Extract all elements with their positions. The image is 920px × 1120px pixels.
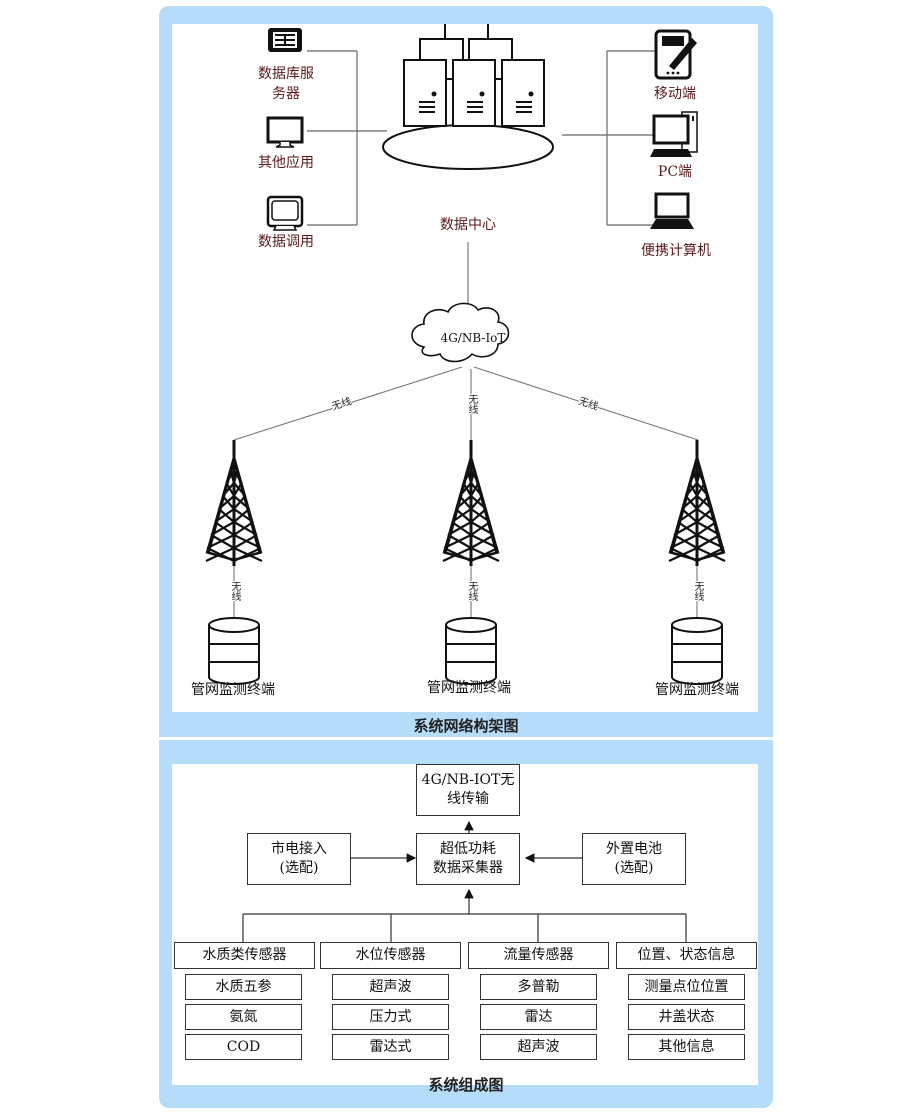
terminal-label-2: 管网监测终端	[427, 680, 511, 696]
terminal-label-3: 管网监测终端	[655, 682, 739, 698]
category-header: 位置、状态信息	[616, 942, 757, 969]
composition-connectors	[242, 820, 687, 942]
network-diagram-canvas: 数据库服 务器 其他应用 数据调用 移动端 PC端 便携计算机 数据中心 4G/…	[172, 24, 758, 712]
cloud-icon	[411, 302, 510, 363]
data-center-label: 数据中心	[440, 217, 496, 233]
sensor-item: COD	[185, 1034, 302, 1060]
transmission-box: 4G/NB-IOT无 线传输	[416, 764, 520, 816]
terminal-label-1: 管网监测终端	[191, 682, 275, 698]
collector-line1: 超低功耗	[440, 841, 496, 857]
network-diagram-svg	[205, 24, 726, 685]
network-architecture-panel: 数据库服 务器 其他应用 数据调用 移动端 PC端 便携计算机 数据中心 4G/…	[159, 6, 773, 737]
right-bracket-connector	[562, 50, 657, 226]
laptop-label: 便携计算机	[641, 243, 711, 259]
server-cluster-icon	[382, 24, 554, 170]
cloud-label: 4G/NB-IoT	[440, 331, 506, 345]
external-battery-box: 外置电池 (选配)	[582, 833, 686, 885]
category-header: 流量传感器	[468, 942, 609, 969]
crt-monitor-icon	[266, 195, 304, 231]
database-server-label-line1: 数据库服	[258, 66, 314, 82]
monitor-icon	[266, 116, 304, 148]
desktop-pc-icon	[650, 111, 698, 157]
cell-tower-icon	[442, 440, 500, 566]
database-cylinder-icon	[445, 617, 497, 685]
transmission-line1: 4G/NB-IOT无	[421, 772, 515, 788]
other-apps-label: 其他应用	[258, 155, 314, 171]
wireless-label-center: 无线	[465, 394, 477, 414]
system-composition-panel: 4G/NB-IOT无 线传输 市电接入 (选配) 超低功耗 数据采集器 外置电池…	[159, 740, 773, 1108]
sensor-item: 多普勒	[480, 974, 597, 1000]
mobile-label: 移动端	[654, 86, 696, 102]
sensor-item: 雷达式	[332, 1034, 449, 1060]
collector-box: 超低功耗 数据采集器	[416, 833, 520, 885]
mains-line1: 市电接入	[271, 841, 327, 857]
sensor-item: 超声波	[332, 974, 449, 1000]
sensor-item: 雷达	[480, 1004, 597, 1030]
mains-line2: (选配)	[279, 860, 319, 876]
sensor-item: 水质五参	[185, 974, 302, 1000]
database-server-label-line2: 务器	[272, 86, 300, 102]
data-call-label: 数据调用	[258, 234, 314, 250]
transmission-line2: 线传输	[447, 791, 489, 807]
database-server-label: 数据库服 务器	[248, 64, 324, 104]
wireless-label-tower-1: 无线	[228, 581, 240, 601]
pda-pen-icon	[654, 29, 697, 80]
sensor-item: 氨氮	[185, 1004, 302, 1030]
network-caption: 系统网络构架图	[413, 717, 519, 735]
composition-caption: 系统组成图	[428, 1076, 504, 1094]
pc-label: PC端	[657, 164, 693, 180]
category-header: 水位传感器	[320, 942, 461, 969]
collector-line2: 数据采集器	[433, 860, 503, 876]
laptop-icon	[650, 192, 694, 229]
sensor-item: 测量点位位置	[628, 974, 745, 1000]
composition-diagram-canvas: 4G/NB-IOT无 线传输 市电接入 (选配) 超低功耗 数据采集器 外置电池…	[172, 764, 758, 1085]
sensor-item: 其他信息	[628, 1034, 745, 1060]
sensor-item: 超声波	[480, 1034, 597, 1060]
mains-power-box: 市电接入 (选配)	[247, 833, 351, 885]
sensor-item: 井盖状态	[628, 1004, 745, 1030]
category-header: 水质类传感器	[174, 942, 315, 969]
database-server-icon	[268, 28, 302, 52]
left-bracket-connector	[307, 50, 387, 226]
wireless-label-tower-3: 无线	[691, 581, 703, 601]
cell-tower-icon	[205, 440, 263, 566]
database-cylinder-icon	[208, 617, 260, 685]
battery-line2: (选配)	[614, 860, 654, 876]
database-cylinder-icon	[671, 617, 723, 685]
cell-tower-icon	[668, 440, 726, 566]
sensor-item: 压力式	[332, 1004, 449, 1030]
wireless-label-tower-2: 无线	[465, 581, 477, 601]
battery-line1: 外置电池	[606, 841, 662, 857]
